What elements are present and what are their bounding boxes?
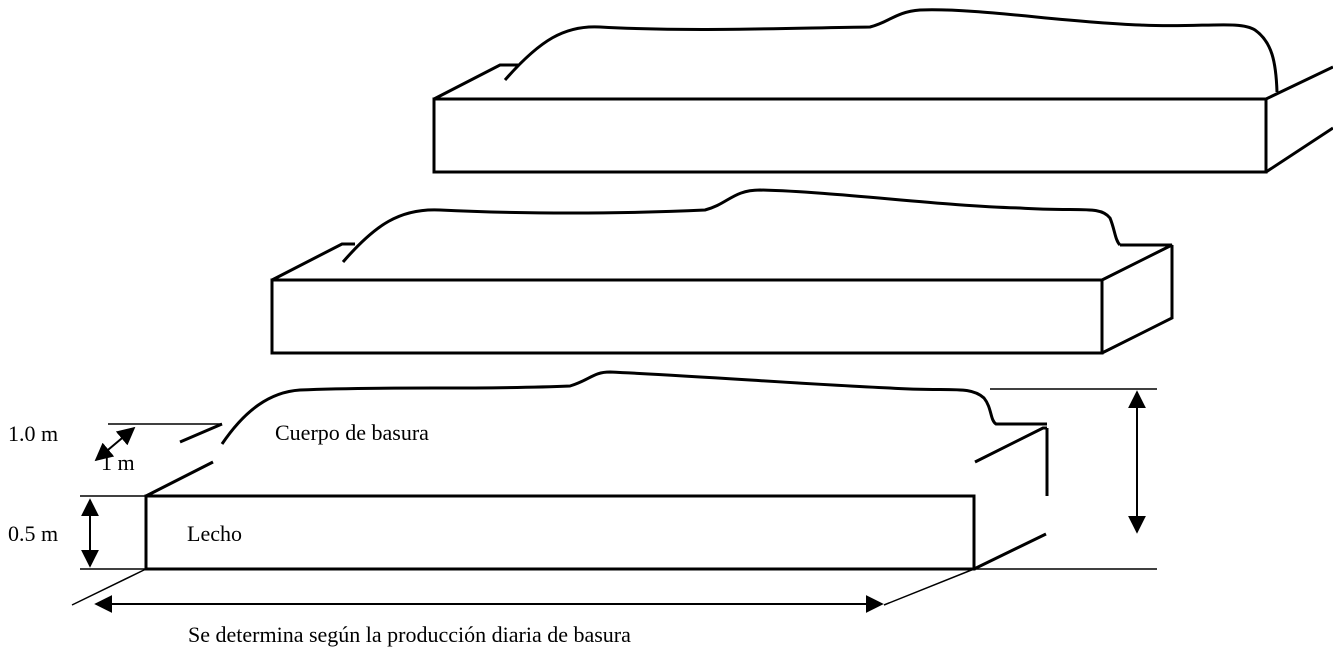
dim-ext-length-right	[883, 568, 975, 606]
top-cell-top-face	[433, 63, 1333, 101]
label-bed: Lecho	[187, 521, 242, 546]
body-waste-mound	[220, 370, 1047, 445]
middle-cell-side-face	[1101, 245, 1174, 355]
label-length-caption: Se determina según la producción diaria …	[188, 622, 631, 647]
body-top-edge-left	[179, 422, 223, 444]
top-cell-front-face	[432, 97, 1268, 174]
label-height-top: 1.0 m	[8, 421, 58, 446]
top-cell-side-face	[1265, 126, 1333, 174]
labels: 1.0 m 1 m 0.5 m Cuerpo de basura Lecho S…	[8, 420, 631, 647]
width-1-arrow	[94, 426, 136, 462]
middle-cell-front-face	[270, 278, 1104, 355]
top-cell-waste-mound	[503, 8, 1279, 93]
bed-side-face	[973, 532, 1047, 571]
dim-ext-length-left	[71, 568, 147, 606]
middle-cell-waste-mound	[341, 188, 1122, 263]
body-right-edges	[974, 426, 1049, 496]
bottom-cell	[144, 370, 1049, 571]
label-height-bed: 0.5 m	[8, 521, 58, 546]
dimension-lines	[71, 388, 1157, 613]
bed-front-face	[144, 494, 976, 571]
middle-cell-top-face	[271, 242, 1173, 282]
label-body: Cuerpo de basura	[275, 420, 429, 445]
label-width-diag: 1 m	[101, 450, 135, 475]
bed-top-edge-left	[145, 460, 214, 498]
top-cell	[432, 8, 1333, 174]
middle-cell	[270, 188, 1174, 355]
